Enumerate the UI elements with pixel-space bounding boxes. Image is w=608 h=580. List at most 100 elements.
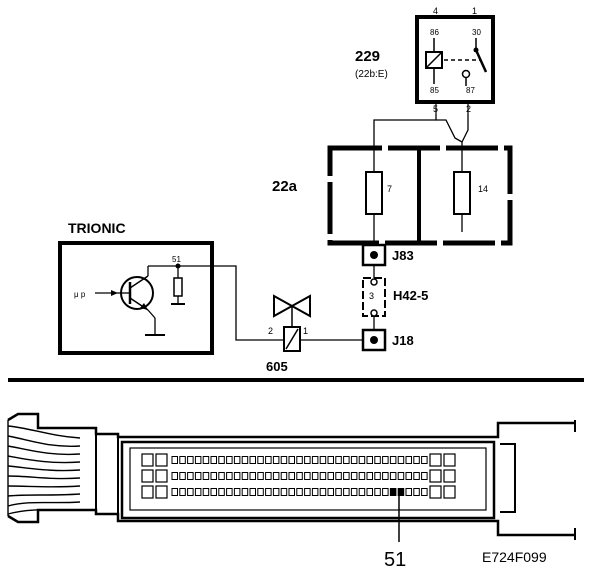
connector-pin bbox=[202, 488, 210, 496]
connector-pin bbox=[335, 456, 342, 464]
relay-pin-86: 86 bbox=[430, 28, 439, 37]
connector-pin bbox=[179, 456, 186, 464]
fusebox-id-label: 22a bbox=[272, 178, 298, 195]
connector-pin bbox=[171, 488, 178, 496]
transistor-icon bbox=[95, 265, 178, 336]
connector-pin bbox=[272, 488, 280, 496]
connector-pin bbox=[171, 472, 178, 480]
connector-pin bbox=[249, 488, 256, 496]
connector-pin bbox=[421, 456, 428, 464]
connector-pin bbox=[389, 456, 397, 464]
ecu-pin-label: 51 bbox=[172, 255, 181, 264]
valve-id-label: 605 bbox=[266, 359, 288, 374]
connector-pin bbox=[382, 472, 389, 480]
connector-pin bbox=[405, 472, 412, 480]
connector-pin bbox=[226, 488, 233, 496]
terminal-square bbox=[429, 469, 442, 483]
fuse-right-label: 14 bbox=[478, 184, 488, 194]
connector-pin bbox=[358, 472, 366, 480]
connector-pin bbox=[280, 456, 288, 464]
harness-wires bbox=[7, 420, 81, 516]
connector-pin bbox=[296, 456, 303, 464]
connector-pin bbox=[319, 488, 327, 496]
connector-pin bbox=[350, 456, 358, 464]
connector-pin bbox=[304, 472, 311, 480]
terminal-square bbox=[429, 453, 442, 467]
connector-pin bbox=[311, 456, 319, 464]
connector-pin bbox=[319, 456, 327, 464]
connector-pin bbox=[296, 472, 303, 480]
connector-pin bbox=[233, 456, 241, 464]
relay-wires bbox=[373, 114, 469, 150]
connector-pin bbox=[265, 488, 272, 496]
connector-pin bbox=[421, 472, 428, 480]
connector-pin bbox=[335, 488, 342, 496]
j18-label: J18 bbox=[392, 333, 414, 348]
connector-pin bbox=[350, 472, 358, 480]
terminal-square bbox=[155, 485, 168, 499]
connector-pin bbox=[194, 456, 202, 464]
relay-switch-icon bbox=[444, 38, 488, 86]
connector-pin bbox=[374, 488, 381, 496]
connector-pin bbox=[202, 456, 210, 464]
connector-pin bbox=[288, 488, 295, 496]
terminal-square bbox=[443, 485, 456, 499]
connector-pin bbox=[265, 456, 272, 464]
h42-label: H42-5 bbox=[393, 288, 428, 303]
ecu-title: TRIONIC bbox=[68, 220, 126, 236]
connector-pin bbox=[210, 472, 217, 480]
connector-pin bbox=[257, 488, 264, 496]
connector-pin bbox=[413, 472, 420, 480]
connector-pin bbox=[343, 472, 350, 480]
figure-code-label: E724F099 bbox=[482, 549, 547, 565]
connector-chain: 3 bbox=[361, 243, 387, 352]
j83-label: J83 bbox=[392, 248, 414, 263]
fuse-7-icon bbox=[365, 171, 383, 215]
connector-pin bbox=[374, 456, 381, 464]
relay-coil-icon bbox=[425, 38, 443, 84]
connector-pin bbox=[265, 472, 272, 480]
connector-pin bbox=[187, 488, 194, 496]
connector-pin bbox=[233, 488, 241, 496]
connector-pin bbox=[311, 472, 319, 480]
connector-pin bbox=[374, 472, 381, 480]
connector-pin bbox=[382, 488, 389, 496]
connector-pin bbox=[382, 456, 389, 464]
relay-id-label: 229 bbox=[355, 48, 380, 65]
connector-pin bbox=[350, 488, 358, 496]
ecu-valve-wire bbox=[178, 265, 363, 341]
ecu-mu-label: μ p bbox=[74, 290, 86, 299]
connector-pin bbox=[304, 456, 311, 464]
connector-pin bbox=[241, 456, 249, 464]
relay-pin-1: 1 bbox=[472, 6, 477, 16]
connector-pin bbox=[288, 456, 295, 464]
fuse-left-label: 7 bbox=[387, 184, 392, 194]
connector-pin bbox=[272, 472, 280, 480]
connector-pin bbox=[366, 488, 373, 496]
h42-pin-label: 3 bbox=[369, 291, 374, 301]
connector-pin bbox=[202, 472, 210, 480]
connector-pin bbox=[171, 456, 178, 464]
connector-pin bbox=[257, 456, 264, 464]
connector-pin bbox=[319, 472, 327, 480]
pin-callout-label: 51 bbox=[384, 549, 406, 571]
connector-pin bbox=[194, 472, 202, 480]
connector-pin bbox=[179, 472, 186, 480]
connector-pin bbox=[311, 488, 319, 496]
connector-pin bbox=[226, 472, 233, 480]
fuse-14-icon bbox=[453, 171, 471, 215]
relay-pin-87: 87 bbox=[466, 86, 475, 95]
relay-229: 4 1 86 30 85 87 5 2 bbox=[415, 6, 495, 114]
connector-pin bbox=[413, 488, 420, 496]
connector-pin bbox=[366, 456, 373, 464]
connector-pin bbox=[327, 472, 334, 480]
connector-pin bbox=[218, 456, 225, 464]
connector-pin bbox=[413, 456, 420, 464]
terminal-square bbox=[141, 485, 154, 499]
connector-pin bbox=[358, 488, 366, 496]
fuse-box-22a: 7 14 bbox=[327, 145, 513, 246]
connector-pin bbox=[249, 472, 256, 480]
connector-pin bbox=[280, 488, 288, 496]
terminal-square bbox=[429, 485, 442, 499]
